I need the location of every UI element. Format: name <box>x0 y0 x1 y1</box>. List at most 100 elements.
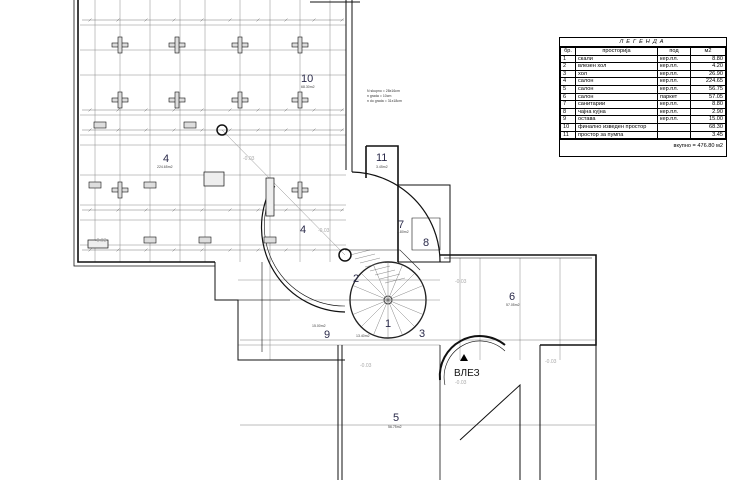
dimension-tick <box>256 128 260 132</box>
dimension-tick <box>144 108 148 112</box>
stair-tread <box>349 249 371 256</box>
dimension-tick <box>144 128 148 132</box>
dimension-tick <box>340 108 344 112</box>
stair-tread <box>387 272 416 301</box>
legend-cell-room: чајна кујна <box>575 107 658 117</box>
stair-tread <box>374 269 396 276</box>
dimension-tick <box>116 108 120 112</box>
header-room: просторија <box>575 47 658 56</box>
dimension-tick <box>340 18 344 22</box>
columns <box>88 36 309 244</box>
legend-cell-area: 56.75 <box>690 84 726 94</box>
room-number: 9 <box>324 329 330 341</box>
dimension-tick <box>172 108 176 112</box>
room-area: 3.45m2 <box>376 165 388 169</box>
legend-cell-area: 26.90 <box>690 69 726 79</box>
stair-tread <box>379 273 401 280</box>
room-number: 11 <box>376 152 387 164</box>
legend-cell-room: скали <box>575 54 658 64</box>
dimension-tick <box>256 208 260 212</box>
dimension-tick <box>88 18 92 22</box>
fixture <box>203 171 225 187</box>
legend-cell-room: финално изведен простор <box>575 122 658 132</box>
column-cross <box>297 91 303 109</box>
level-mark: -0.03 <box>360 363 372 369</box>
legend-cell-no: 2 <box>560 62 576 71</box>
room-number: 6 <box>509 291 515 303</box>
room-area: 15.00m2 <box>312 324 326 328</box>
legend-cell-room: влезен хол <box>575 62 658 71</box>
legend-cell-floor: кер.пл. <box>657 62 691 71</box>
stair-note: n do grada = 31x18cm <box>367 99 402 103</box>
stair-tread <box>364 261 386 268</box>
legend-cell-room: салон <box>575 84 658 94</box>
column <box>88 181 102 189</box>
legend-cell-area: 8.80 <box>690 54 726 64</box>
legend-total: вкупно = 476.80 м2 <box>560 139 726 156</box>
column-cross <box>174 91 180 109</box>
dimension-tick <box>312 108 316 112</box>
dimension-tick <box>172 248 176 252</box>
column <box>143 181 157 189</box>
legend-cell-floor: кер.пл. <box>657 54 691 64</box>
dimension-tick <box>144 248 148 252</box>
column <box>198 236 212 244</box>
legend-cell-no: 8 <box>560 107 576 117</box>
room-area: 56.75m2 <box>388 425 402 429</box>
stair-tread <box>373 299 389 336</box>
dimension-tick <box>284 248 288 252</box>
dimension-tick <box>284 128 288 132</box>
legend-cell-room: салон <box>575 77 658 86</box>
dimension-tick <box>256 108 260 112</box>
legend-cell-no: 3 <box>560 69 576 79</box>
stair-tread <box>360 299 389 328</box>
dimension-tick <box>116 208 120 212</box>
dimension-tick <box>256 18 260 22</box>
level-mark: -0.03 <box>455 380 467 386</box>
legend-cell-floor: кер.пл. <box>657 69 691 79</box>
dimension-tick <box>200 108 204 112</box>
dimension-tick <box>228 208 232 212</box>
stair-tread <box>360 272 389 301</box>
stair-tread <box>387 299 424 315</box>
column <box>143 236 157 244</box>
legend-cell-floor <box>657 130 691 140</box>
stair-tread <box>352 299 389 315</box>
dimension-tick <box>228 248 232 252</box>
legend-cell-room: санитарии <box>575 100 658 109</box>
legend-cell-no: 7 <box>560 100 576 109</box>
column-cross <box>174 36 180 54</box>
column-cross <box>117 36 123 54</box>
dimension-tick <box>228 18 232 22</box>
legend-cell-floor: кер.пл. <box>657 107 691 117</box>
legend-cell-area: 3.45 <box>690 130 726 140</box>
room-number: 10 <box>301 73 313 85</box>
legend-cell-area: 224.65 <box>690 77 726 86</box>
legend-cell-floor: кер.пл. <box>657 100 691 109</box>
legend-cell-area: 4.20 <box>690 62 726 71</box>
legend-cell-no: 10 <box>560 122 576 132</box>
stair-tread <box>373 264 389 301</box>
stair-note: N skupno = 28x16cm <box>367 89 400 93</box>
legend-cell-floor: кер.пл. <box>657 84 691 94</box>
stair-tread <box>369 265 391 272</box>
legend-cell-area: 57.05 <box>690 92 726 102</box>
level-mark: -0.03 <box>243 156 255 162</box>
legend-cell-area: 8.80 <box>690 100 726 109</box>
dimension-tick <box>340 128 344 132</box>
stair-note: n grada = 10cm <box>367 94 392 98</box>
column-cross <box>297 181 303 199</box>
stair-tread <box>352 285 389 301</box>
entrance-arrow-icon <box>460 354 468 361</box>
dimension-tick <box>312 248 316 252</box>
dimension-tick <box>88 128 92 132</box>
stair-tread <box>354 253 376 260</box>
column-cross <box>117 181 123 199</box>
